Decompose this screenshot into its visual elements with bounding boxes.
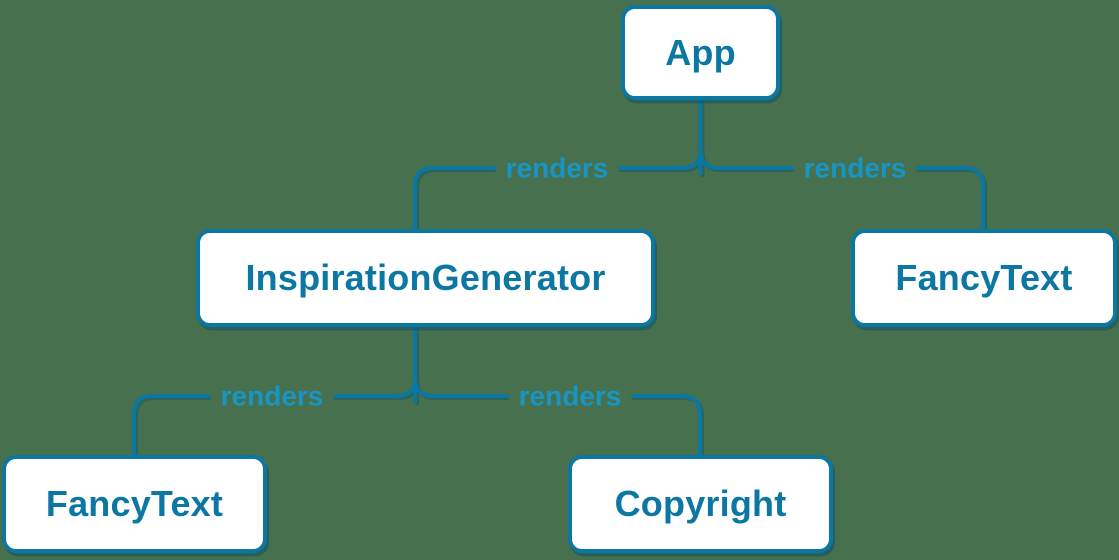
node-label: Copyright [614, 483, 787, 524]
edge-label-renders: renders [495, 150, 619, 186]
node-label: App [665, 31, 736, 73]
edge-label-renders: renders [508, 378, 632, 414]
node-copyright: Copyright [568, 455, 833, 553]
node-inspiration-generator: InspirationGenerator [196, 229, 655, 327]
node-fancy-text-bottom: FancyText [2, 455, 267, 553]
node-label: FancyText [45, 483, 224, 524]
node-label: InspirationGenerator [245, 257, 606, 298]
edge-label-renders: renders [210, 378, 334, 414]
node-fancy-text-top: FancyText [851, 229, 1117, 327]
node-app: App [621, 5, 780, 100]
edge-label-renders: renders [793, 150, 917, 186]
node-label: FancyText [895, 257, 1073, 298]
